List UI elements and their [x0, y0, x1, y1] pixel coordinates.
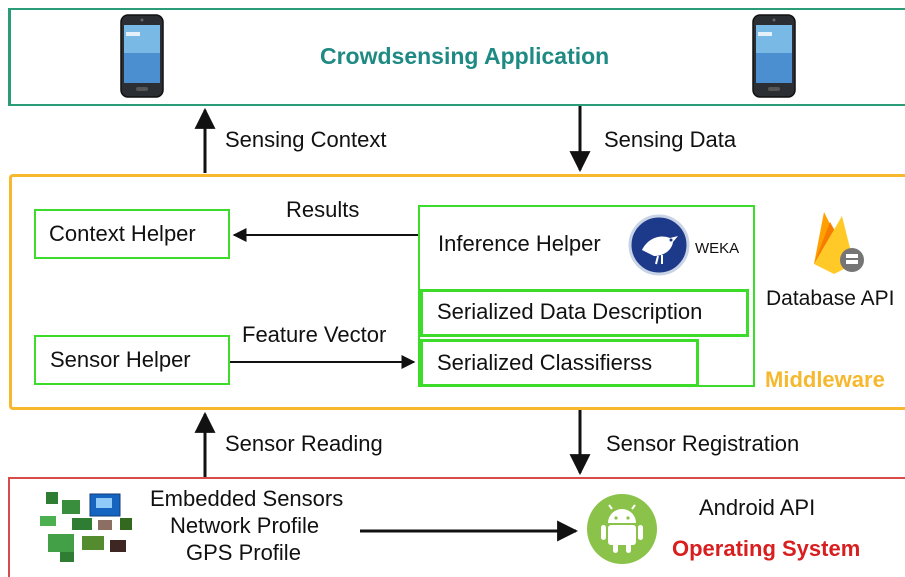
firebase-database-icon: [806, 208, 864, 276]
sensor-helper-label: Sensor Helper: [50, 347, 191, 372]
sensor-registration-label: Sensor Registration: [606, 431, 800, 456]
operating-system-layer: [8, 477, 905, 577]
database-api-label: Database API: [766, 287, 895, 310]
application-title: Crowdsensing Application: [320, 43, 610, 69]
sensor-helper-box: [34, 335, 230, 385]
serialized-data-description-box: [420, 289, 749, 337]
smartphone-icon: [752, 14, 796, 98]
context-helper-label: Context Helper: [49, 221, 196, 246]
weka-bird-icon: [628, 214, 690, 276]
embedded-sensors-label: Embedded Sensors: [150, 486, 344, 511]
context-helper-box: [34, 209, 230, 259]
smartphone-icon: [120, 14, 164, 98]
serialized-classifiers-label: Serialized Classifierss: [437, 350, 653, 375]
weka-label: WEKA: [695, 240, 740, 257]
middleware-label: Middleware: [765, 367, 885, 392]
gps-profile-label: GPS Profile: [186, 540, 301, 565]
serialized-classifiers-box: [420, 339, 699, 387]
sensor-reading-label: Sensor Reading: [225, 431, 383, 456]
serialized-data-description-label: Serialized Data Description: [437, 299, 703, 324]
sensing-context-label: Sensing Context: [225, 127, 387, 152]
sensing-data-label: Sensing Data: [604, 127, 737, 152]
middleware-layer: [9, 174, 905, 410]
android-robot-icon: [586, 493, 658, 565]
feature-vector-label: Feature Vector: [242, 322, 387, 347]
results-label: Results: [286, 197, 360, 222]
operating-system-label: Operating System: [672, 536, 861, 561]
network-profile-label: Network Profile: [170, 513, 320, 538]
android-api-label: Android API: [699, 495, 816, 520]
application-layer: [8, 8, 905, 106]
inference-helper-label: Inference Helper: [438, 231, 601, 256]
sensor-boards-icon: [38, 490, 138, 564]
